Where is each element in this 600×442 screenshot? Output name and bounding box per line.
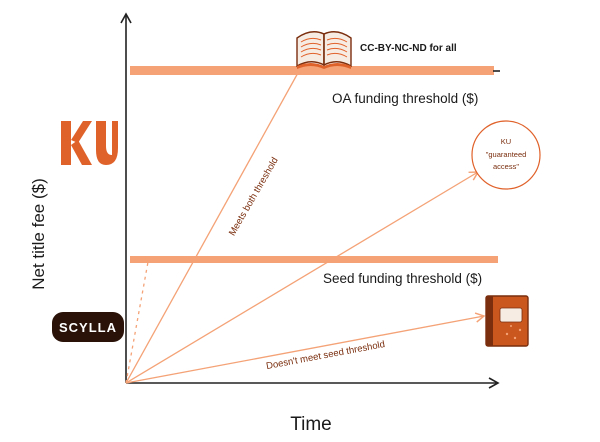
ku-logo: [61, 121, 118, 165]
open-book-icon: [296, 31, 352, 69]
oa-threshold-label: OA funding threshold ($): [332, 91, 478, 106]
closed-book-icon: [485, 295, 529, 347]
ku-badge-line1: KU: [501, 137, 511, 146]
x-axis-label: Time: [290, 414, 332, 435]
seed-threshold-bar: [130, 256, 498, 263]
scylla-logo-text: SCYLLA: [59, 320, 117, 335]
arrow-to-book: [125, 312, 486, 384]
y-axis-label: Net title fee ($): [29, 178, 48, 290]
seed-threshold-label: Seed funding threshold ($): [323, 271, 482, 286]
arrow-to-ku: [125, 171, 480, 384]
ku-badge-line3: access": [493, 162, 519, 171]
license-label: CC-BY-NC-ND for all: [360, 43, 457, 54]
arrow-to-oa: [125, 60, 305, 384]
ku-badge: KU "guaranteed access": [471, 120, 541, 190]
scylla-logo: SCYLLA: [52, 312, 124, 342]
ku-badge-line2: "guaranteed: [486, 150, 527, 159]
oa-threshold-bar: [130, 66, 494, 75]
arrow-dashed: [125, 261, 149, 384]
doesnt-meet-seed-label: Doesn't meet seed threshold: [265, 339, 386, 372]
meets-both-label: Meets both threshold: [227, 156, 281, 238]
